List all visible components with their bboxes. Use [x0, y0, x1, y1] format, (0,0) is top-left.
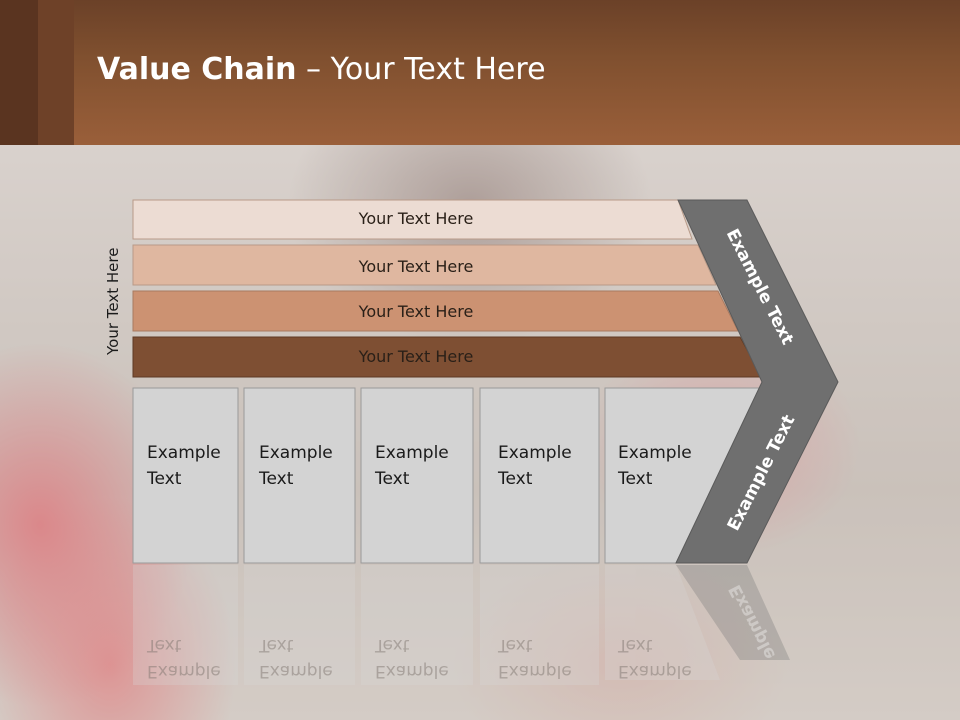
box-label-4: Example Text: [498, 443, 572, 489]
band-label-4: Your Text Here: [358, 347, 474, 366]
chevron-arrow: [675, 199, 839, 564]
page-title: Value Chain – Your Text Here: [97, 52, 546, 87]
chevron-reflection: [676, 565, 790, 660]
title-header: Value Chain – Your Text Here: [0, 0, 960, 145]
box-reflection-1: Example Text: [147, 635, 221, 681]
band-label-2: Your Text Here: [358, 257, 474, 276]
box-label-1: Example Text: [147, 443, 221, 489]
box-reflections: [133, 565, 720, 685]
box-reflection-4: Example Text: [498, 635, 572, 681]
header-accent-bar-2: [38, 0, 74, 145]
band-label-3: Your Text Here: [358, 302, 474, 321]
box-1: [132, 387, 239, 564]
header-accent-bar: [0, 0, 38, 145]
box-4: [479, 387, 600, 564]
box-2: [243, 387, 356, 564]
box-label-2: Example Text: [259, 443, 333, 489]
band-2: [132, 244, 717, 286]
band-label-1: Your Text Here: [358, 209, 474, 228]
box-reflection-5: Example Text: [618, 635, 692, 681]
box-label-5: Example Text: [618, 443, 692, 489]
box-reflection-3: Example Text: [375, 635, 449, 681]
box-label-3: Example Text: [375, 443, 449, 489]
box-reflection-2: Example Text: [259, 635, 333, 681]
band-1: [132, 199, 693, 240]
box-3: [360, 387, 474, 564]
